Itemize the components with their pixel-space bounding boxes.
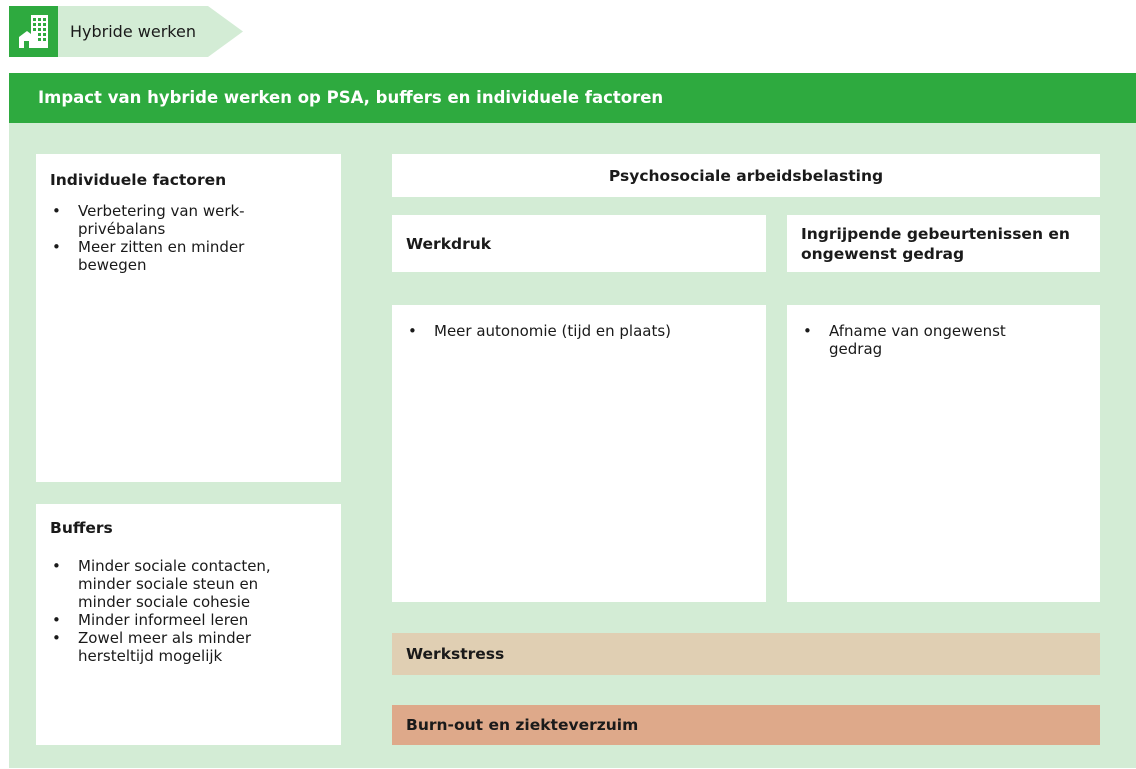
psa-title: Psychosociale arbeidsbelasting — [608, 166, 884, 185]
building-icon-tile — [9, 6, 58, 57]
work-stress-label: Werkstress — [406, 645, 505, 663]
burnout-bar: Burn-out en ziekteverzuim — [392, 705, 1100, 745]
diagram-title-banner: Impact van hybride werken op PSA, buffer… — [9, 73, 1136, 123]
list-item: Verbetering van werk-privébalans — [50, 202, 270, 238]
workload-content-box: Meer autonomie (tijd en plaats) — [392, 305, 766, 602]
incidents-content-box: Afname van ongewenst gedrag — [787, 305, 1100, 602]
list-item: Meer autonomie (tijd en plaats) — [406, 322, 752, 340]
buffers-list: Minder sociale contacten, minder sociale… — [50, 557, 312, 665]
list-item: Afname van ongewenst gedrag — [801, 322, 1051, 358]
section-tag: Hybride werken — [58, 6, 243, 57]
buffers-box: Buffers Minder sociale contacten, minder… — [36, 504, 341, 745]
workload-title: Werkdruk — [406, 234, 492, 253]
workload-header-box: Werkdruk — [392, 215, 766, 272]
individual-factors-list: Verbetering van werk-privébalans Meer zi… — [50, 202, 270, 274]
incidents-header-box: Ingrijpende gebeurtenissen en ongewenst … — [787, 215, 1100, 272]
list-item: Zowel meer als minder hersteltijd mogeli… — [50, 629, 285, 665]
list-item: Minder informeel leren — [50, 611, 312, 629]
burnout-label: Burn-out en ziekteverzuim — [406, 716, 639, 734]
workload-list: Meer autonomie (tijd en plaats) — [406, 322, 752, 340]
list-item: Minder sociale contacten, minder sociale… — [50, 557, 312, 611]
psa-header-box: Psychosociale arbeidsbelasting — [392, 154, 1100, 197]
list-item: Meer zitten en minder bewegen — [50, 238, 270, 274]
buffers-title: Buffers — [50, 519, 113, 537]
incidents-title: Ingrijpende gebeurtenissen en ongewenst … — [801, 224, 1070, 263]
individual-factors-box: Individuele factoren Verbetering van wer… — [36, 154, 341, 482]
office-building-icon — [19, 15, 48, 48]
individual-factors-title: Individuele factoren — [50, 171, 227, 189]
diagram-panel: Individuele factoren Verbetering van wer… — [9, 123, 1136, 768]
incidents-list: Afname van ongewenst gedrag — [801, 322, 1051, 358]
work-stress-bar: Werkstress — [392, 633, 1100, 675]
